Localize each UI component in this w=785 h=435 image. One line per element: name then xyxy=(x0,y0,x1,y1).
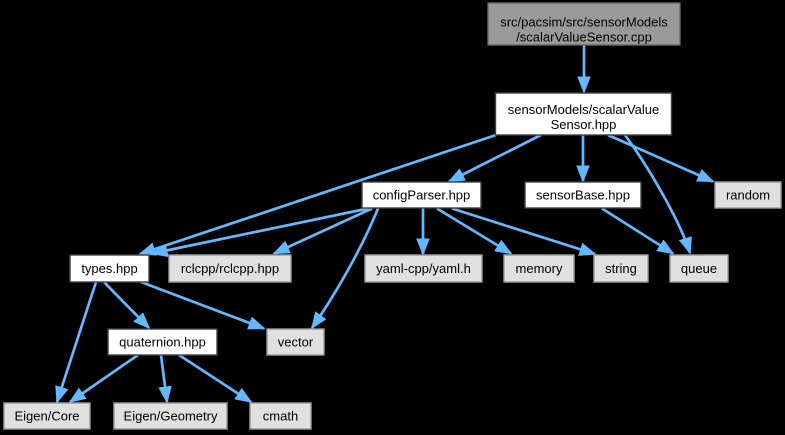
svg-text:types.hpp: types.hpp xyxy=(81,261,137,276)
svg-text:sensorBase.hpp: sensorBase.hpp xyxy=(536,188,630,203)
svg-text:rclcpp/rclcpp.hpp: rclcpp/rclcpp.hpp xyxy=(181,261,279,276)
svg-text:random: random xyxy=(726,188,770,203)
svg-text:quaternion.hpp: quaternion.hpp xyxy=(119,335,206,350)
svg-text:src/pacsim/src/sensorModels: src/pacsim/src/sensorModels xyxy=(500,15,668,30)
svg-text:cmath: cmath xyxy=(263,409,298,424)
svg-text:string: string xyxy=(605,261,637,276)
svg-text:sensorModels/scalarValue: sensorModels/scalarValue xyxy=(508,102,660,117)
svg-text:queue: queue xyxy=(681,261,717,276)
svg-text:vector: vector xyxy=(278,335,314,350)
svg-text:configParser.hpp: configParser.hpp xyxy=(373,188,471,203)
svg-text:/scalarValueSensor.cpp: /scalarValueSensor.cpp xyxy=(516,29,652,44)
svg-text:yaml-cpp/yaml.h: yaml-cpp/yaml.h xyxy=(376,261,471,276)
svg-text:Sensor.hpp: Sensor.hpp xyxy=(551,117,617,132)
svg-text:Eigen/Geometry: Eigen/Geometry xyxy=(124,409,218,424)
svg-text:memory: memory xyxy=(516,261,563,276)
svg-text:Eigen/Core: Eigen/Core xyxy=(14,409,79,424)
